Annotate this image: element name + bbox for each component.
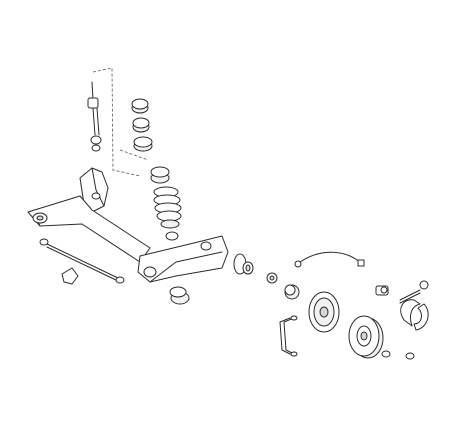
top-mount-bushings <box>131 98 153 152</box>
leader-lines <box>92 67 149 177</box>
bump-stop <box>169 286 190 305</box>
brake-shoes <box>400 299 429 360</box>
drum-nut <box>381 350 391 358</box>
coil-spring <box>153 186 182 229</box>
adjuster-strut <box>399 280 429 304</box>
wheel-hub <box>233 253 254 275</box>
brake-cable <box>294 251 365 268</box>
axle-beam <box>27 195 151 263</box>
spring-seat-lower <box>165 231 179 241</box>
hub-bearing <box>284 284 300 300</box>
tie-rod <box>39 238 125 284</box>
wheel-cylinder <box>375 285 389 296</box>
shock-absorber-rod <box>87 81 102 152</box>
small-bushing <box>61 267 79 285</box>
brake-drum <box>348 315 384 359</box>
spring-seat-top <box>150 166 170 184</box>
hub-nut <box>266 272 278 284</box>
u-bolt-bracket <box>279 315 298 357</box>
axle-arm-right <box>137 235 229 283</box>
brake-backplate <box>308 291 340 333</box>
